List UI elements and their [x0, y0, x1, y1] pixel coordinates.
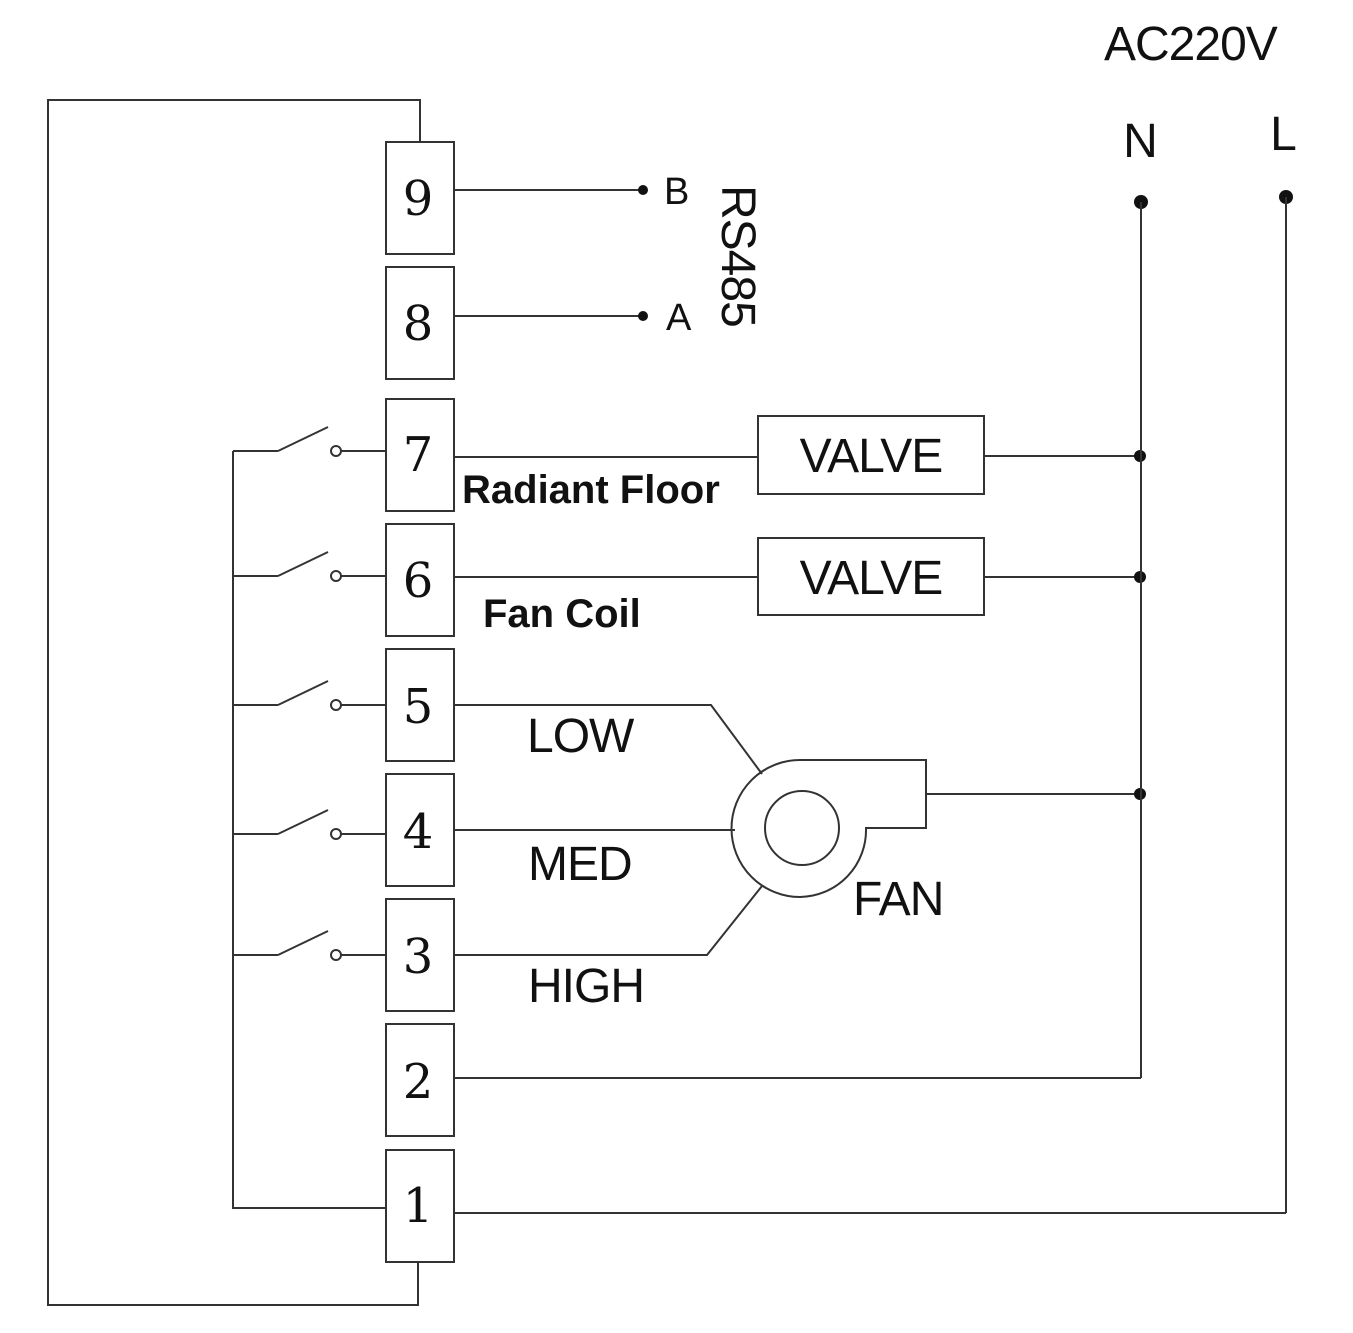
relay-switch-6 [233, 551, 387, 582]
rs485-a-label: A [666, 297, 692, 339]
terminal-1 [385, 1149, 455, 1263]
terminal-7-number: 7 [403, 427, 434, 483]
fan-symbol: FAN [730, 759, 1146, 926]
outer-loop-wire [47, 99, 421, 1306]
switch-common-bus [232, 451, 387, 1209]
fan-med-label: MED [528, 838, 632, 891]
fan-low-label: LOW [527, 710, 635, 763]
terminal-5-number: 5 [403, 679, 434, 735]
radiant-floor-label: Radiant Floor [462, 468, 720, 512]
power-supply: AC220V N L [454, 18, 1297, 1214]
rs485-connection: B A RS485 [454, 171, 764, 339]
supply-voltage-label: AC220V [1104, 18, 1278, 71]
rs485-b-label: B [664, 171, 689, 213]
terminal-6 [385, 523, 455, 637]
line-label: L [1270, 108, 1296, 161]
terminal-2 [385, 1023, 455, 1137]
terminal-2-number: 2 [403, 1054, 434, 1110]
fan-high-wire [454, 885, 763, 956]
fan-label: FAN [853, 873, 943, 926]
terminal-8-number: 8 [403, 296, 434, 352]
terminal-6-number: 6 [403, 553, 434, 609]
terminal-3 [385, 898, 455, 1012]
terminal-9-number: 9 [403, 171, 434, 227]
relay-switch-5 [233, 680, 387, 711]
terminal-4 [385, 773, 455, 887]
fan-coil-valve [757, 537, 985, 616]
radiant-floor-valve [757, 415, 985, 495]
relay-switch-7 [233, 426, 387, 457]
terminal-3-number: 3 [403, 929, 434, 985]
fan-coil-valve-circuit: VALVE Fan Coil [454, 537, 1146, 636]
fan-coil-valve-label: VALVE [800, 552, 943, 605]
terminal-block: 9 8 7 6 5 4 3 2 1 [385, 141, 455, 1263]
terminal-1-number: 1 [403, 1178, 434, 1234]
terminal-4-number: 4 [403, 804, 434, 860]
fan-coil-label: Fan Coil [483, 592, 641, 636]
terminal-8 [385, 266, 455, 380]
neutral-label: N [1123, 115, 1157, 168]
rs485-label: RS485 [711, 185, 764, 327]
radiant-floor-valve-circuit: VALVE Radiant Floor [454, 415, 1146, 512]
relay-switch-4 [233, 809, 387, 840]
fan-speed-wires: LOW MED HIGH [454, 704, 763, 1013]
relay-switch-3 [233, 930, 387, 961]
terminal-7 [385, 398, 455, 512]
radiant-floor-valve-label: VALVE [800, 430, 943, 483]
fan-high-label: HIGH [528, 960, 644, 1013]
terminal-5 [385, 648, 455, 762]
terminal-9 [385, 141, 455, 255]
fan-low-wire [454, 704, 763, 775]
